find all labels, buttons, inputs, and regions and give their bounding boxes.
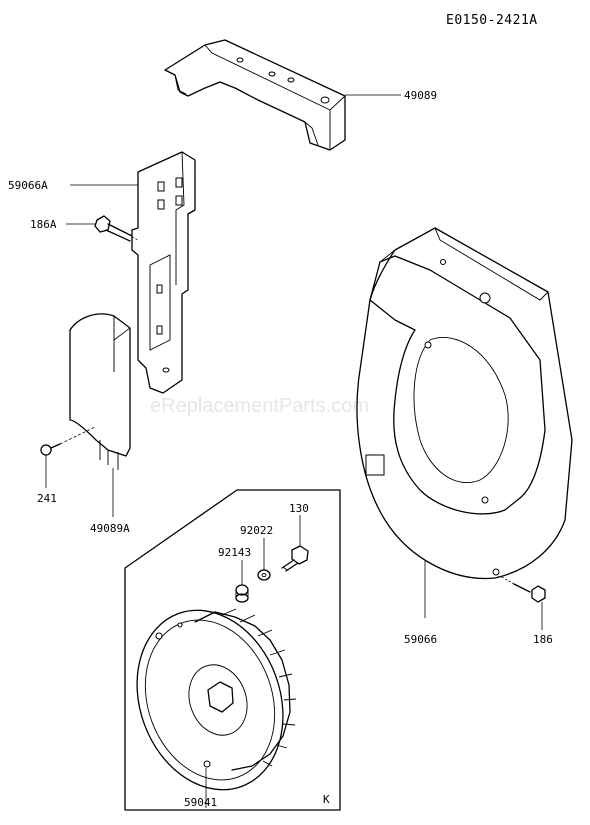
screw-241 [40, 443, 61, 456]
shield-49089A [69, 313, 131, 470]
label-186A: 186A [30, 218, 57, 231]
plate-59066A [131, 151, 196, 394]
label-92022: 92022 [240, 524, 273, 537]
washer-92022 [257, 569, 271, 581]
bolt-186A [94, 215, 133, 242]
label-92143: 92143 [218, 546, 251, 559]
housing-59066 [356, 227, 573, 580]
label-241: 241 [37, 492, 57, 505]
label-186: 186 [533, 633, 553, 646]
label-49089: 49089 [404, 89, 437, 102]
flywheel-59041 [136, 608, 297, 791]
bolt-186 [513, 583, 546, 603]
kit-marker: K [323, 793, 330, 806]
label-59041: 59041 [184, 796, 217, 809]
label-59066: 59066 [404, 633, 437, 646]
watermark: eReplacementParts.com [150, 395, 369, 417]
label-59066A: 59066A [8, 179, 48, 192]
label-49089A: 49089A [90, 522, 130, 535]
collar-92143 [235, 584, 249, 603]
label-130: 130 [289, 502, 309, 515]
kit-box [124, 489, 341, 811]
bracket-49089 [164, 39, 346, 151]
diagram-code: E0150-2421A [446, 13, 538, 28]
bolt-130 [281, 545, 309, 572]
